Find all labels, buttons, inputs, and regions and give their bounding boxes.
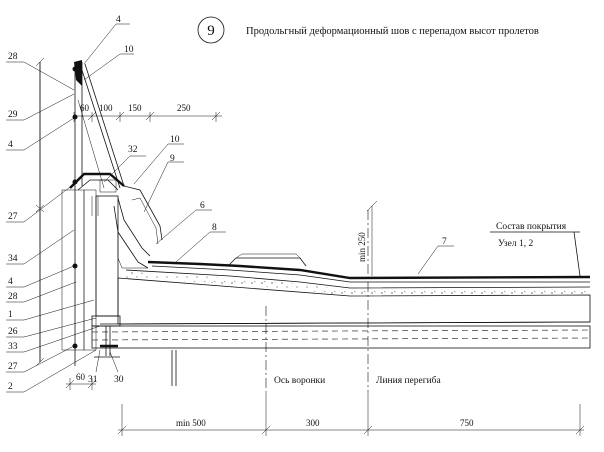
- callout-27-lower: 27: [8, 362, 18, 372]
- callout-32: 32: [128, 145, 138, 155]
- flashing-apron: [77, 63, 125, 189]
- drawing-title: Продольгный деформационный шов с перепад…: [246, 26, 539, 37]
- dim-750: 750: [460, 418, 474, 428]
- dim-300: 300: [306, 418, 320, 428]
- left-callout-leaders: [6, 61, 101, 393]
- callout-28-lower: 28: [8, 292, 18, 302]
- callout-8: 8: [212, 223, 217, 233]
- callout-10-mid: 10: [170, 135, 180, 145]
- axis-lines: [171, 210, 369, 392]
- callout-4-top: 4: [116, 15, 121, 25]
- callout-7: 7: [442, 237, 447, 247]
- roof-buildup: [91, 253, 591, 349]
- expansion-joint-compensator: [69, 172, 125, 216]
- roof-composition-label: Состав покрытия: [496, 222, 567, 232]
- callout-34: 34: [8, 254, 18, 264]
- callout-10-top: 10: [124, 45, 134, 55]
- sloped-upstand: [113, 185, 163, 269]
- detail-number: 9: [207, 23, 215, 39]
- bottom-left-dimension: [65, 378, 97, 390]
- bend-line-label: Линия перегиба: [376, 375, 442, 386]
- funnel-axis-label: Ось воронки: [274, 376, 325, 386]
- bottom-dimension-chain: [117, 392, 585, 436]
- callout-6: 6: [200, 201, 205, 211]
- callout-31: 31: [88, 375, 98, 385]
- callout-33: 33: [8, 342, 18, 352]
- dim-top-250: 250: [177, 103, 191, 113]
- dim-top-150: 150: [128, 103, 142, 113]
- detail-number-badge: 9: [197, 16, 225, 44]
- callout-29: 29: [8, 110, 18, 120]
- dim-bottom-60: 60: [76, 372, 86, 382]
- dim-top-60: 60: [80, 103, 90, 113]
- slope-height-dim: min 250: [357, 232, 367, 262]
- dim-top-100: 100: [99, 103, 113, 113]
- callout-27-upper: 27: [8, 212, 18, 222]
- base-support: [91, 315, 121, 358]
- unit-reference-label: Узел 1, 2: [498, 239, 533, 249]
- dim-min500: min 500: [176, 418, 206, 428]
- callout-30: 30: [114, 375, 124, 385]
- callout-26: 26: [8, 327, 18, 337]
- callout-4-left-upper: 4: [8, 140, 13, 150]
- callout-28-top: 28: [8, 52, 18, 62]
- callout-9: 9: [170, 154, 175, 164]
- callout-4-left-lower: 4: [8, 277, 13, 287]
- callout-1: 1: [8, 310, 13, 320]
- top-dimension-chain: [73, 111, 222, 122]
- callout-2: 2: [8, 382, 13, 392]
